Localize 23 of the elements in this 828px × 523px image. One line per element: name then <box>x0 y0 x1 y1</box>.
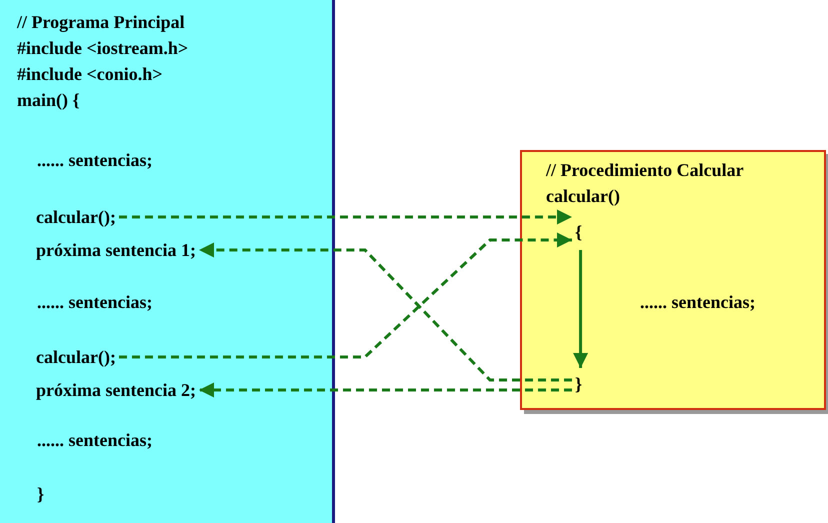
arrow <box>573 250 588 368</box>
code-line: } <box>572 368 586 400</box>
code-panel <box>0 0 335 523</box>
code-line: #include <iostream.h> <box>17 37 188 60</box>
dashed-arrow <box>198 382 572 398</box>
code-line: { <box>572 214 586 250</box>
dashed-arrow <box>118 232 572 358</box>
code-line: ...... sentencias; <box>37 429 152 452</box>
code-line: main() { <box>17 89 80 112</box>
code-line: calcular() <box>546 185 620 208</box>
dashed-arrow <box>118 210 572 224</box>
code-line: calcular(); <box>33 205 119 229</box>
dashed-arrow <box>198 242 572 382</box>
code-line: // Programa Principal <box>17 11 185 34</box>
code-line: ...... sentencias; <box>37 291 152 314</box>
code-line: próxima sentencia 2; <box>33 378 199 402</box>
code-line: } <box>37 483 44 506</box>
code-line: ...... sentencias; <box>640 291 756 314</box>
code-line: #include <conio.h> <box>17 63 163 86</box>
code-line: // Procedimiento Calcular <box>546 159 744 182</box>
code-line: ...... sentencias; <box>37 149 152 172</box>
code-line: calcular(); <box>33 345 119 369</box>
code-line: próxima sentencia 1; <box>33 238 199 262</box>
